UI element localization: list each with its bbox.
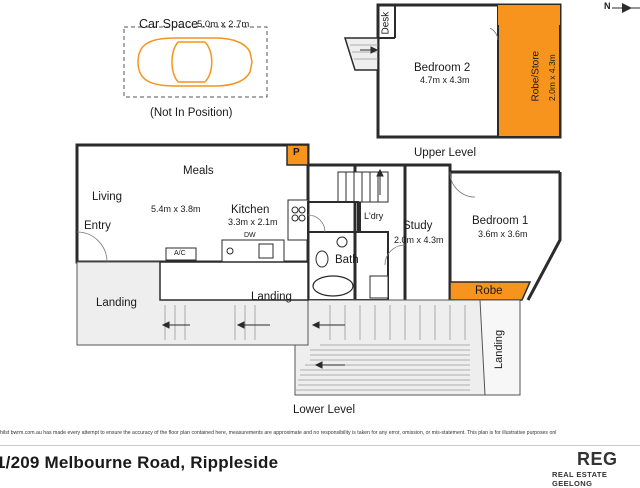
robe-store-size: 2.0m x 4.3m (547, 54, 557, 101)
kitchen-label: Kitchen (231, 204, 270, 216)
robe-fill (449, 281, 532, 301)
shower (369, 275, 389, 299)
kitchen-counters (221, 199, 309, 263)
ac-unit (165, 247, 197, 261)
bedroom1-label: Bedroom 1 (472, 215, 529, 227)
dw-label: DW (244, 232, 256, 239)
pantry-fill (286, 144, 309, 166)
living-size: 5.4m x 3.8m (151, 204, 201, 214)
compass-icon (612, 3, 640, 13)
laundry-label: L'dry (364, 211, 384, 221)
kitchen-size: 3.3m x 2.1m (228, 217, 278, 227)
lower-level-plan (76, 261, 521, 396)
bedroom1-size: 3.6m x 3.6m (478, 229, 528, 239)
ac-label: A/C (174, 250, 186, 257)
lower-level-title: Lower Level (293, 404, 356, 416)
sink (336, 236, 348, 248)
disclaimer-text: hilst bwrm.com.au has made every attempt… (0, 430, 557, 436)
agency-logo: REG (577, 449, 618, 469)
upper-level-plan (343, 3, 562, 139)
car-space-note: (Not In Position) (150, 107, 233, 119)
stair-arrows (161, 46, 384, 369)
upper-level-title: Upper Level (414, 147, 477, 159)
pantry-label: P (293, 147, 300, 158)
living-label: Living (92, 191, 123, 203)
property-address: 1/209 Melbourne Road, Rippleside (0, 453, 279, 472)
bedroom2-label: Bedroom 2 (414, 62, 471, 74)
landing-right-label: Landing (493, 329, 505, 369)
entry-label: Entry (84, 220, 111, 232)
study-size: 2.0m x 4.3m (394, 235, 444, 245)
car-icon (137, 37, 253, 87)
external-stairs (164, 305, 470, 391)
robe-store-label: Robe/Store (530, 50, 542, 102)
landing-left-label: Landing (96, 297, 137, 309)
robe-label: Robe (475, 285, 503, 297)
agency-name: REAL ESTATE GEELONG (552, 470, 608, 488)
bathtub (312, 275, 354, 297)
bedroom2-size: 4.7m x 4.3m (420, 75, 470, 85)
bath-label: Bath (335, 254, 359, 266)
landing-mid-label: Landing (251, 291, 292, 303)
car-space-size: 5.0m x 2.7m (197, 19, 250, 30)
footer-divider (0, 445, 640, 446)
meals-label: Meals (183, 165, 214, 177)
door-swings (76, 171, 476, 266)
study-label: Study (403, 220, 433, 232)
compass-label: N (604, 1, 611, 11)
car-space-outline (123, 26, 268, 98)
desk-label: Desk (380, 11, 392, 35)
toilet (315, 250, 329, 268)
car-space-label: Car Space (139, 17, 199, 31)
